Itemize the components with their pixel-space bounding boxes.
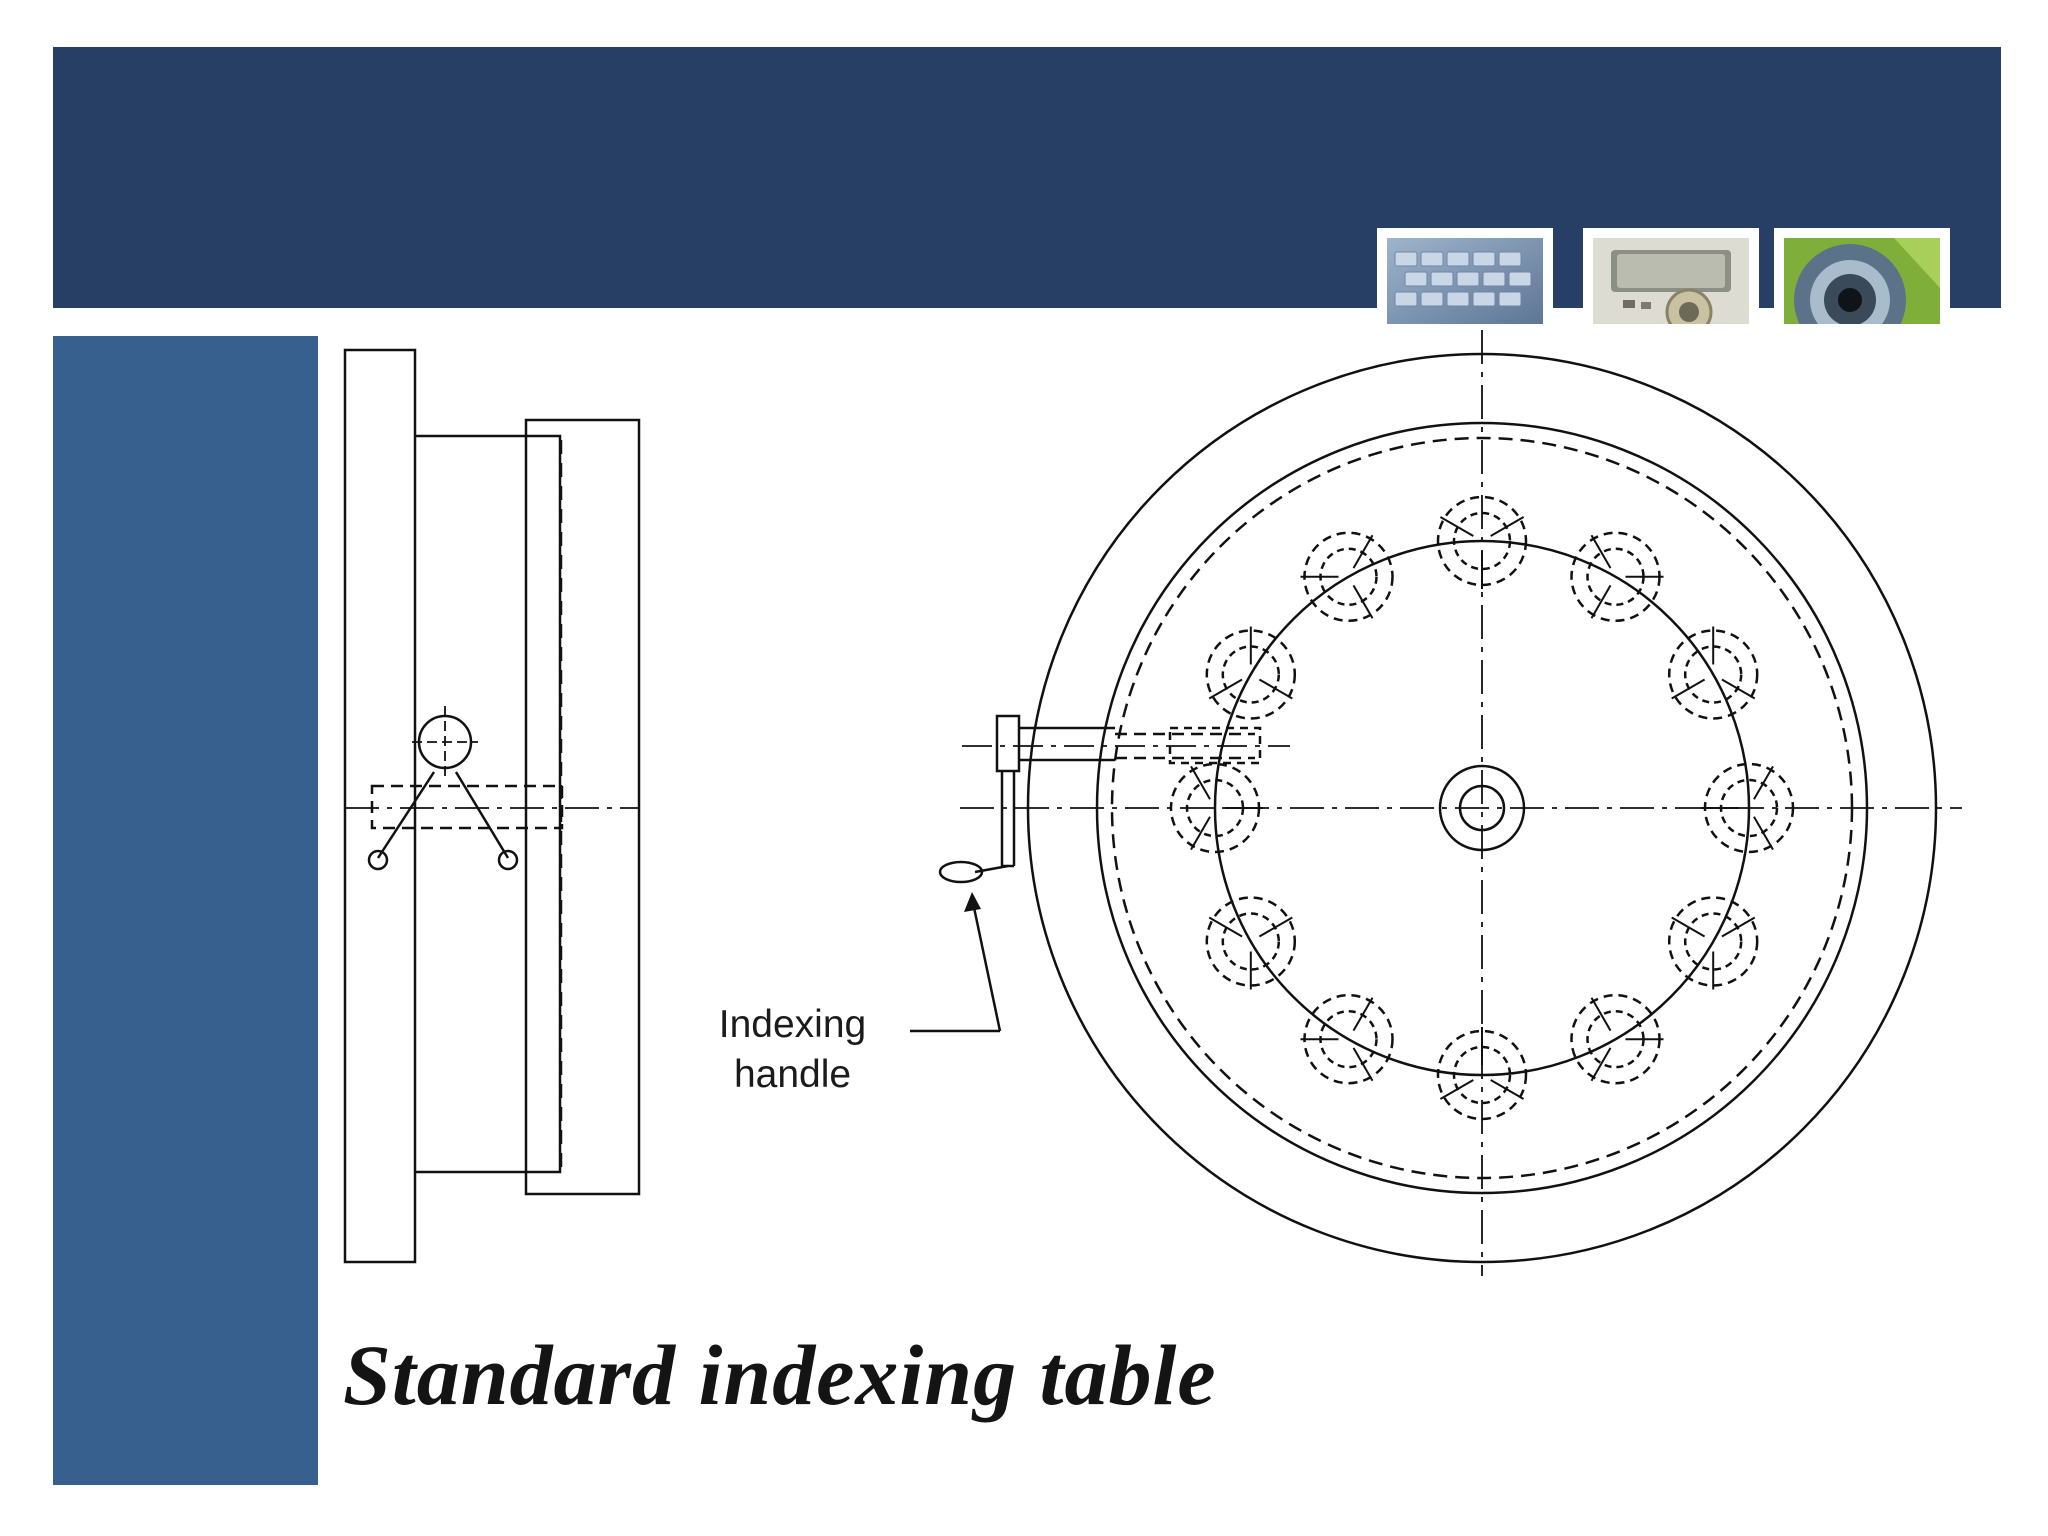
index-hole-tick [1190, 765, 1211, 800]
index-hole-tick [1671, 678, 1706, 700]
index-hole-tick [1590, 534, 1612, 569]
index-hole-tick [1352, 584, 1374, 619]
index-holes [1169, 495, 1795, 1121]
index-hole-outer [1667, 896, 1759, 987]
index-hole [1701, 762, 1795, 854]
index-hole-outer [1205, 629, 1297, 720]
index-hole [1300, 993, 1394, 1085]
index-hole-tick [1439, 1079, 1474, 1100]
index-hole-inner [1683, 912, 1743, 971]
index-hole-tick [1352, 997, 1374, 1032]
callout-line-1: Indexing [718, 1003, 867, 1046]
lens-photo-thumbnail [1774, 228, 1950, 324]
index-hole-tick [1258, 916, 1293, 938]
index-hole-tick [1590, 1047, 1612, 1082]
index-hole [1205, 896, 1297, 990]
index-hole-tick [1352, 534, 1374, 569]
index-hole-outer [1436, 1029, 1528, 1121]
indexing-handle [938, 714, 1290, 884]
index-hole-tick [1490, 1079, 1525, 1100]
front-view [910, 330, 1962, 1276]
index-hole [1300, 531, 1394, 623]
callout-line-2: handle [733, 1053, 852, 1096]
device-photo-thumbnail [1583, 228, 1759, 324]
index-hole-tick [1208, 678, 1243, 700]
side-view-base-plate [343, 348, 417, 1264]
callout-label: Indexing handle [680, 1000, 905, 1100]
index-hole-tick [1439, 516, 1474, 537]
figure-caption: Standard indexing table [343, 1327, 1217, 1423]
index-hole [1667, 896, 1759, 990]
index-hole-tick [1753, 765, 1774, 800]
index-hole-tick [1721, 678, 1756, 700]
side-view-lever-right [454, 771, 510, 859]
index-hole [1436, 495, 1528, 589]
side-view [343, 348, 641, 1264]
side-view-lever-left [376, 771, 436, 859]
side-view-body [415, 434, 562, 1174]
index-hole-tick [1190, 816, 1211, 851]
index-hole-outer [1436, 495, 1528, 587]
index-hole [1667, 626, 1759, 720]
index-hole-tick [1208, 916, 1243, 938]
handle-hidden-pin [1168, 726, 1262, 765]
side-bar [53, 336, 318, 1485]
index-hole [1570, 993, 1664, 1085]
index-hole [1169, 762, 1263, 854]
handle-plunger-body [995, 714, 1021, 773]
keyboard-photo-thumbnail [1377, 228, 1553, 324]
index-hole-inner [1221, 645, 1281, 704]
index-hole-tick [1490, 516, 1525, 537]
index-hole-outer [1667, 629, 1759, 720]
index-hole-tick [1590, 997, 1612, 1032]
side-view-hidden-bore [370, 784, 564, 830]
index-hole [1436, 1027, 1528, 1121]
handle-grip [938, 860, 984, 884]
index-hole-inner [1452, 511, 1512, 571]
index-hole-inner [1221, 912, 1281, 971]
index-hole-tick [1352, 1047, 1374, 1082]
index-hole-tick [1753, 816, 1774, 851]
callout-leader [910, 892, 1002, 1033]
index-hole-tick [1721, 916, 1756, 938]
index-hole [1570, 531, 1664, 623]
index-hole-inner [1452, 1045, 1512, 1105]
side-view-table-plate [524, 418, 641, 1196]
callout-arrowhead [964, 892, 981, 912]
index-hole-tick [1590, 584, 1612, 619]
index-hole-tick [1258, 678, 1293, 700]
index-hole-inner [1683, 645, 1743, 704]
index-hole-outer [1205, 896, 1297, 987]
index-hole-tick [1671, 916, 1706, 938]
index-hole [1205, 626, 1297, 720]
